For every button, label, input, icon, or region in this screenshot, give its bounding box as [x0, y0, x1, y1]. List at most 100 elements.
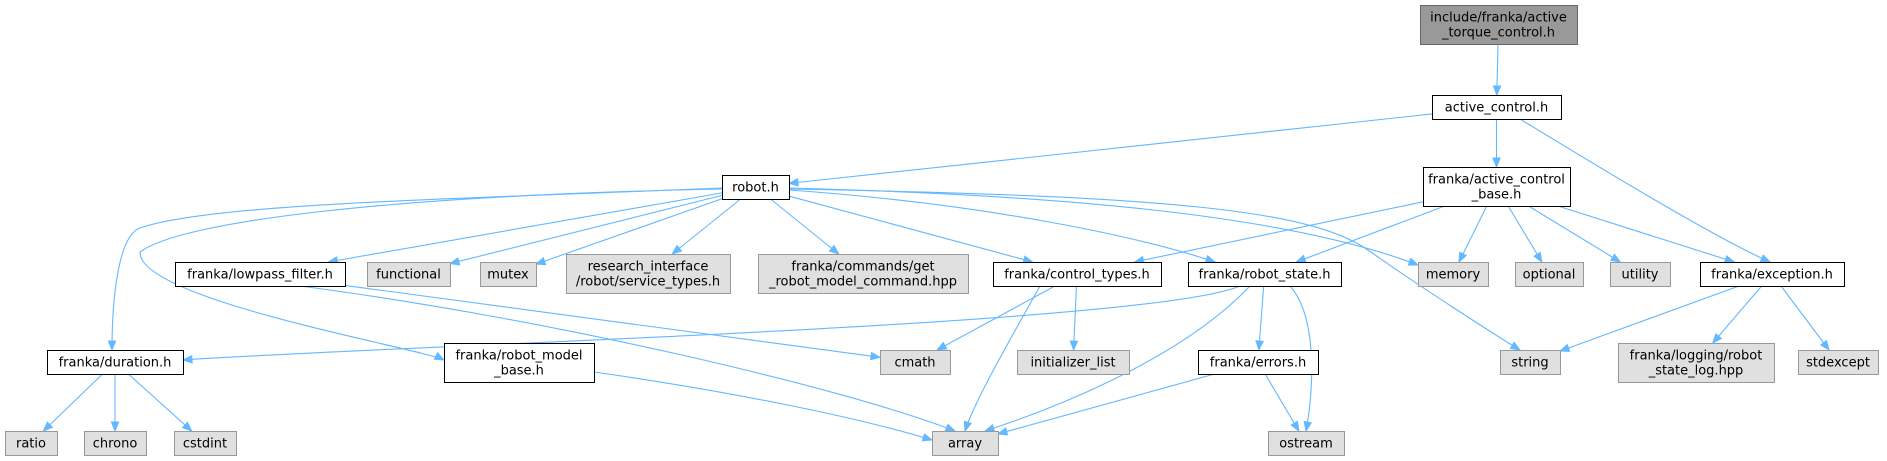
node-label: cmath: [894, 356, 935, 371]
node-errors[interactable]: franka/errors.h: [1198, 350, 1319, 375]
edge-line: [328, 192, 723, 263]
edge-robot-to-mutex: [534, 198, 723, 266]
node-box: [1198, 350, 1319, 375]
node-exception[interactable]: franka/exception.h: [1700, 262, 1845, 287]
edge-arrowhead: [42, 421, 54, 432]
node-optional: optional: [1515, 262, 1584, 287]
edge-robot_state-to-errors: [1255, 285, 1265, 352]
edge-line: [1073, 285, 1077, 351]
edge-line: [1780, 285, 1830, 351]
edge-line: [344, 284, 881, 358]
edge-arrowhead: [433, 351, 446, 361]
node-box: [1420, 5, 1578, 45]
edge-active_control_base-to-memory: [1458, 205, 1488, 264]
edge-robot-to-get_robot_model: [770, 198, 840, 255]
edge-robot-to-lowpass_filter: [327, 192, 723, 265]
edge-arrowhead: [944, 423, 957, 432]
edge-lowpass_filter-to-array: [299, 285, 957, 432]
node-robot-model-base[interactable]: franka/robot_model_base.h: [444, 343, 595, 383]
node-cstdint: cstdint: [174, 431, 237, 456]
edge-robot-to-functional: [448, 194, 723, 266]
node-label: ratio: [16, 437, 46, 452]
edge-arrowhead: [448, 257, 461, 266]
node-ostream: ostream: [1268, 431, 1345, 456]
node-lowpass-filter[interactable]: franka/lowpass_filter.h: [175, 262, 346, 287]
edge-line: [1557, 205, 1735, 263]
edge-arrowhead: [1558, 343, 1571, 352]
edge-robot_state-to-duration: [181, 285, 1241, 364]
node-label: _torque_control.h: [1441, 26, 1555, 41]
node-box: [175, 262, 346, 287]
edge-arrowhead: [1819, 339, 1830, 352]
edge-active_control_base-to-optional: [1507, 205, 1543, 264]
node-label: ostream: [1279, 437, 1333, 452]
edge-arrowhead: [1069, 340, 1079, 352]
edge-arrowhead: [787, 178, 799, 187]
node-control-types[interactable]: franka/control_types.h: [993, 262, 1162, 287]
node-label: franka/errors.h: [1210, 356, 1306, 371]
edge-exception-to-robot_state_log: [1711, 285, 1763, 345]
node-box: [1700, 262, 1845, 287]
node-get-robot-model: franka/commands/get_robot_model_command.…: [758, 254, 969, 294]
node-root[interactable]: include/franka/active_torque_control.h: [1420, 5, 1578, 45]
node-box: [5, 431, 58, 456]
edge-line: [1134, 201, 1424, 263]
node-robot[interactable]: robot.h: [722, 175, 790, 200]
edge-control_types-to-initializer_list: [1069, 285, 1079, 352]
node-label: utility: [1622, 268, 1659, 283]
edge-arrowhead: [921, 433, 934, 442]
node-service-types: research_interface/robot/service_types.h: [566, 254, 731, 294]
edge-root-to-active_control: [1492, 43, 1502, 97]
edge-line: [788, 189, 1216, 263]
nodes-layer: include/franka/active_torque_control.hac…: [5, 5, 1879, 456]
edge-arrowhead: [1295, 254, 1307, 263]
edge-arrowhead: [110, 421, 120, 433]
edge-arrowhead: [870, 351, 882, 361]
node-box: [1515, 262, 1584, 287]
edge-arrowhead: [1303, 420, 1313, 433]
edge-line: [1712, 285, 1763, 344]
edge-arrowhead: [181, 355, 193, 364]
edge-robot-to-service_types: [671, 198, 741, 255]
edge-arrowhead: [996, 427, 1009, 436]
edge-line: [1559, 285, 1740, 352]
node-label: chrono: [93, 437, 138, 452]
node-label: stdexcept: [1806, 356, 1870, 371]
edge-active_control-to-robot: [787, 113, 1433, 187]
node-active-control-base[interactable]: franka/active_control_base.h: [1423, 167, 1571, 207]
node-box: [47, 350, 184, 375]
node-label: franka/robot_state.h: [1199, 268, 1331, 283]
edge-arrowhead: [1492, 157, 1501, 169]
node-label: string: [1511, 356, 1548, 371]
edge-line: [182, 285, 1241, 361]
node-string: string: [1500, 350, 1561, 375]
node-box: [1418, 262, 1489, 287]
edge-active_control-to-exception: [1519, 118, 1772, 263]
node-robot-state[interactable]: franka/robot_state.h: [1188, 262, 1342, 287]
node-label: _base.h: [493, 364, 544, 379]
node-duration[interactable]: franka/duration.h: [47, 350, 184, 375]
edge-line: [997, 373, 1215, 435]
node-functional: functional: [367, 262, 451, 287]
edge-line: [139, 188, 723, 361]
node-box: [1188, 262, 1342, 287]
node-box: [932, 431, 999, 456]
edge-errors-to-ostream: [1264, 373, 1300, 433]
edge-arrowhead: [1723, 254, 1736, 264]
edge-active_control_base-to-robot_state: [1295, 205, 1445, 263]
node-label: active_control.h: [1445, 101, 1548, 116]
edge-arrowhead: [1255, 340, 1264, 352]
node-active-control[interactable]: active_control.h: [1432, 95, 1562, 120]
node-label: franka/duration.h: [59, 356, 172, 371]
edge-lowpass_filter-to-cmath: [344, 284, 882, 361]
node-box: [1017, 350, 1130, 375]
node-box: [480, 262, 537, 287]
edge-arrowhead: [1492, 85, 1502, 97]
edge-arrowhead: [983, 423, 996, 433]
edge-active_control_base-to-exception: [1557, 205, 1736, 264]
edge-line: [299, 285, 956, 432]
node-box: [993, 262, 1162, 287]
edge-active_control_base-to-utility: [1528, 205, 1622, 263]
edge-exception-to-stdexcept: [1780, 285, 1830, 352]
node-label: cstdint: [183, 437, 227, 452]
